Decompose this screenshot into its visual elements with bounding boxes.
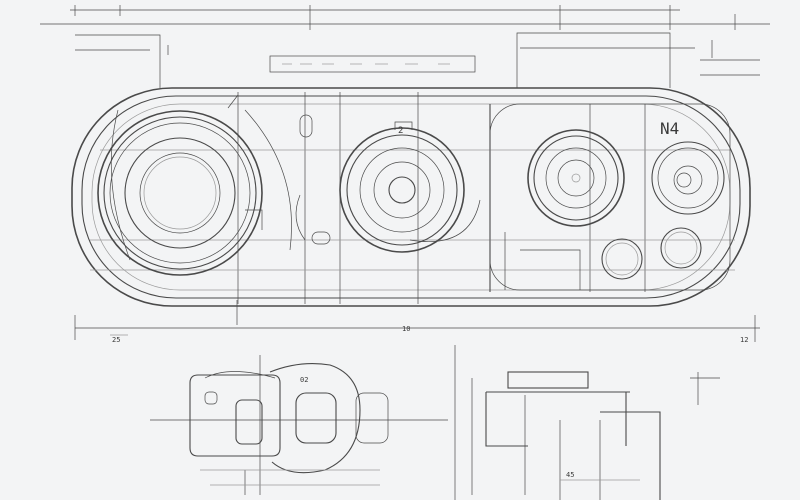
top-button-mark: 2 bbox=[398, 126, 403, 136]
small-tag-left: 02 bbox=[300, 376, 308, 384]
dimension-label-right: 12 bbox=[740, 336, 748, 344]
right-knob bbox=[527, 129, 625, 227]
dimension-label-left: 25 bbox=[112, 336, 120, 344]
left-knob bbox=[97, 94, 263, 276]
small-buttons bbox=[601, 227, 702, 280]
small-tag-mid: 45 bbox=[566, 471, 574, 479]
dimension-label-mid: 10 bbox=[402, 325, 410, 333]
top-dimension-lines bbox=[40, 5, 770, 88]
right-dial: N4 bbox=[651, 119, 725, 215]
slot-details bbox=[245, 114, 331, 245]
mid-dimension-lines: 10 12 25 bbox=[74, 300, 760, 344]
center-knob: 2 bbox=[339, 121, 465, 253]
side-view-right: 45 bbox=[454, 345, 720, 500]
side-view-left: 02 bbox=[150, 355, 448, 495]
corner-mark: N4 bbox=[660, 119, 679, 138]
controller-body bbox=[71, 87, 751, 307]
